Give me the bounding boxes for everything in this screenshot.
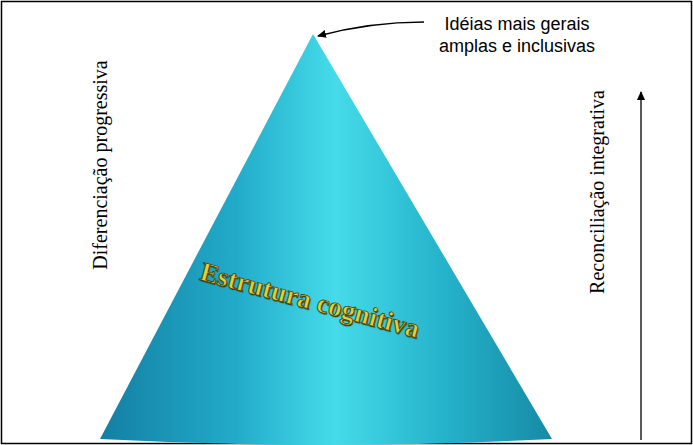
cone-outline [100,34,552,445]
upward-arrow [640,92,641,440]
leader-arrow [318,22,424,36]
cone-node: Estrutura cognitiva [98,32,554,445]
axis-label: Reconciliação integrativa [585,90,609,294]
callout-label: Idéias mais gerais amplas e inclusivas [422,14,612,57]
cone-shape [98,32,554,445]
axis-label: Diferenciação progressiva [88,60,112,269]
